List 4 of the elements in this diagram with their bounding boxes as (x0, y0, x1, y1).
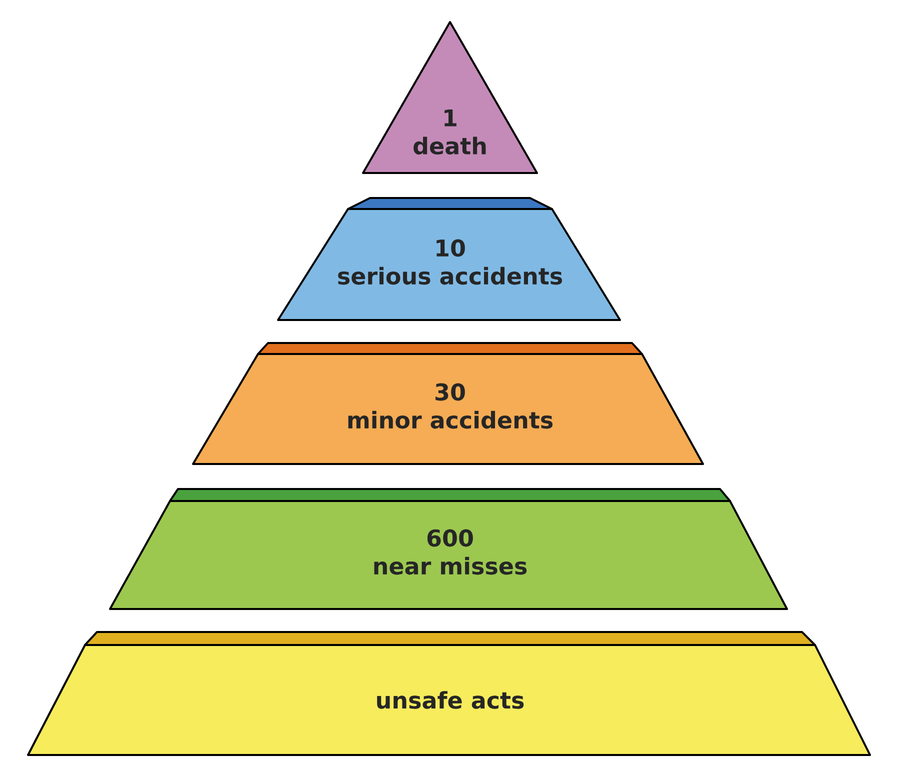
trapezoid-layer: 30 minor accidents (192, 342, 704, 465)
trapezoid-layer: unsafe acts (27, 630, 871, 756)
trapezoid-layer: 600 near misses (109, 488, 788, 610)
trapezoid-layer: 10 serious accidents (277, 197, 621, 321)
